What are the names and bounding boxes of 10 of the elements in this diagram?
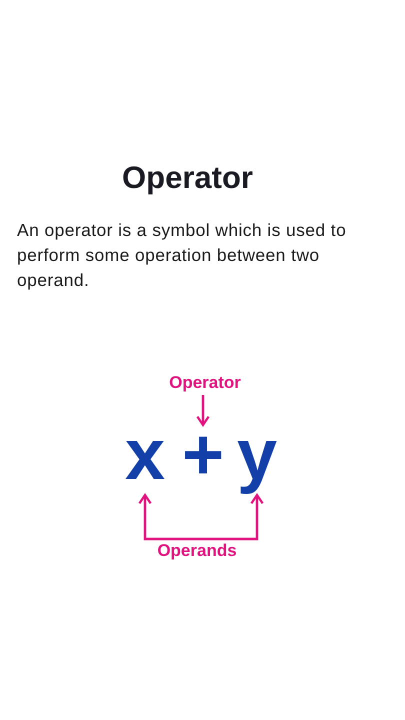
arrow [197, 494, 264, 540]
variable: x [122, 415, 168, 495]
operator-symbol: + [180, 425, 226, 485]
description-text: An operator is a symbol which is used to perform some operation between two operand. [17, 219, 348, 292]
arrow [196, 395, 210, 426]
variable: y [234, 415, 280, 495]
arrow [138, 494, 197, 540]
annotation-label: Operator [165, 373, 245, 393]
title: Operator [121, 159, 254, 197]
annotation-label: Operands [152, 541, 242, 561]
